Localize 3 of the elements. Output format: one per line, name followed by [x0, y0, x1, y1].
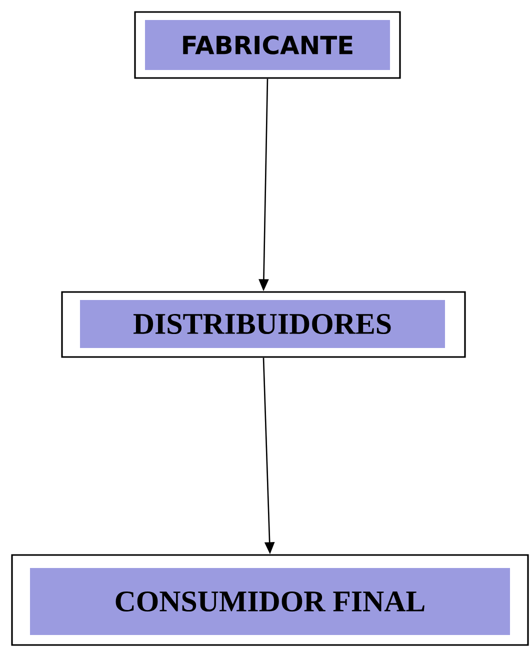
- process-box: CONSUMIDOR FINAL: [11, 554, 529, 646]
- process-box: FABRICANTE: [134, 11, 401, 79]
- process-box: DISTRIBUIDORES: [61, 291, 466, 358]
